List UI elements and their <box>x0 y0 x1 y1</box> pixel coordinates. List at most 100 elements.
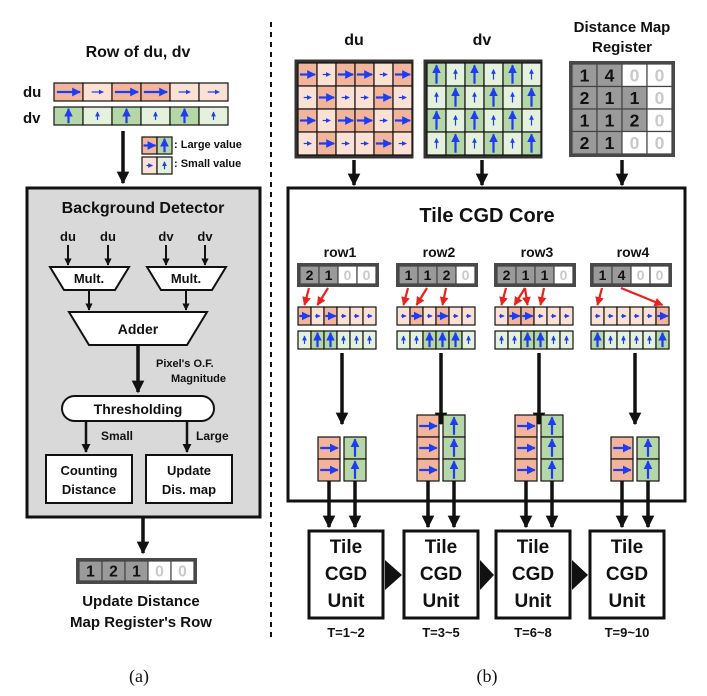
row-register-cell-value: 0 <box>344 267 352 283</box>
mult-block-1 <box>48 266 131 291</box>
row-label: row2 <box>423 244 456 260</box>
du-row-label: du <box>23 84 41 101</box>
red-arrow-icon <box>595 287 604 306</box>
tile-cgd-unit-label: Tile <box>611 537 643 558</box>
unit-time-label: T=3~5 <box>422 625 460 640</box>
input-du-2: du <box>100 229 116 244</box>
unit-time-label: T=9~10 <box>605 625 650 640</box>
tile-cgd-unit <box>307 529 385 620</box>
distance-map-cell-value: 1 <box>605 133 615 153</box>
row-register-cell-value: 1 <box>424 267 432 283</box>
distance-map-title-1: Distance Map <box>574 19 671 36</box>
row-label: row3 <box>521 244 554 260</box>
core-title: Tile CGD Core <box>419 205 554 227</box>
dv-row-label: dv <box>23 110 41 127</box>
detector-title: Background Detector <box>62 200 225 217</box>
panel-a: Row of du, dv du dv : Large value : Smal… <box>23 44 262 687</box>
update-dismap-block <box>145 454 233 504</box>
update-label-1: Update <box>167 463 211 478</box>
red-arrow-icon <box>302 287 311 306</box>
input-du-1: du <box>60 229 76 244</box>
row-register-cell-value: 0 <box>363 267 371 283</box>
large-label: Large <box>196 429 229 443</box>
row-register-cell-value: 4 <box>618 267 626 283</box>
output-row-cell-value: 0 <box>155 563 164 580</box>
counting-label-2: Distance <box>62 482 116 497</box>
distance-map-cell-value: 0 <box>655 133 665 153</box>
tile-cgd-unit-label: CGD <box>512 564 554 585</box>
distance-map-cell-value: 2 <box>630 110 640 130</box>
distance-map-cell-value: 2 <box>580 88 590 108</box>
input-dv-1: dv <box>158 229 174 244</box>
row-register-cell-value: 0 <box>656 267 664 283</box>
row-register-cell <box>455 265 476 285</box>
distance-map-cell-value: 0 <box>655 110 665 130</box>
red-arrow-icon <box>415 287 428 306</box>
row-label: row1 <box>324 244 357 260</box>
unit-time-label: T=1~2 <box>327 625 365 640</box>
row-register-cell <box>356 265 377 285</box>
tile-cgd-unit-label: CGD <box>325 564 367 585</box>
tile-cgd-units: TileCGDUnitT=1~2TileCGDUnitT=3~5TileCGDU… <box>307 529 666 640</box>
dv-grid <box>423 59 543 159</box>
mult-label-2: Mult. <box>171 271 201 286</box>
small-label: Small <box>101 429 133 443</box>
distance-map-cell-value: 1 <box>630 88 640 108</box>
distance-map-cell <box>646 130 673 155</box>
distance-map-cell-value: 1 <box>605 88 615 108</box>
row-register-cell-value: 2 <box>503 267 511 283</box>
tile-cgd-unit-label: Tile <box>517 537 549 558</box>
distance-map-cell-value: 1 <box>580 65 590 85</box>
adder-label: Adder <box>118 321 159 337</box>
tile-cgd-unit-label: Unit <box>423 591 461 612</box>
mult-block-2 <box>145 266 228 291</box>
distance-map-cell-value: 2 <box>580 133 590 153</box>
distance-map-cell-value: 1 <box>605 110 615 130</box>
row-register-cell-value: 1 <box>522 267 530 283</box>
red-arrow-icon <box>513 287 526 306</box>
red-arrow-icon <box>499 287 508 306</box>
tile-cgd-unit <box>402 529 480 620</box>
output-row-cell-value: 1 <box>132 563 141 580</box>
adder-block <box>67 311 209 346</box>
red-arrow-icon <box>620 286 664 307</box>
legend-small-text: : Small value <box>174 158 241 170</box>
du-row-cells <box>53 82 229 102</box>
output-row-cell-value: 2 <box>109 563 118 580</box>
counting-distance-block <box>45 454 133 504</box>
tile-cgd-unit-label: Tile <box>425 537 457 558</box>
tile-cgd-unit-label: CGD <box>420 564 462 585</box>
row-register-cell-value: 1 <box>599 267 607 283</box>
distance-map-cell-value: 4 <box>605 65 615 85</box>
counting-label-1: Counting <box>60 463 117 478</box>
distance-map-cell-value: 1 <box>580 110 590 130</box>
output-row-cell <box>170 560 195 582</box>
unit-time-label: T=6~8 <box>514 625 552 640</box>
output-row-cell-value: 0 <box>178 563 187 580</box>
tile-cgd-unit-label: Tile <box>330 537 362 558</box>
row-register-cell-value: 1 <box>541 267 549 283</box>
input-dv-2: dv <box>197 229 213 244</box>
row-label: row4 <box>617 244 650 260</box>
unit-chain-arrow <box>385 560 402 590</box>
red-arrow-icon <box>537 287 547 306</box>
caption-line-2: Map Register's Row <box>70 614 212 631</box>
thresholding-block <box>61 395 215 422</box>
mult-label-1: Mult. <box>74 271 104 286</box>
distance-map-cell-value: 0 <box>630 65 640 85</box>
row-register-cell-value: 0 <box>560 267 568 283</box>
unit-chain-arrow <box>480 560 494 590</box>
output-row-cell-value: 1 <box>86 563 95 580</box>
row-register-cell-value: 2 <box>306 267 314 283</box>
sub-caption-a: (a) <box>129 666 149 687</box>
legend-large-text: : Large value <box>174 139 242 151</box>
tile-cgd-unit <box>588 529 666 620</box>
tile-cgd-unit-label: Unit <box>328 591 366 612</box>
value-legend <box>141 136 173 175</box>
red-arrow-icon <box>439 287 449 306</box>
row-register-cell-value: 0 <box>462 267 470 283</box>
